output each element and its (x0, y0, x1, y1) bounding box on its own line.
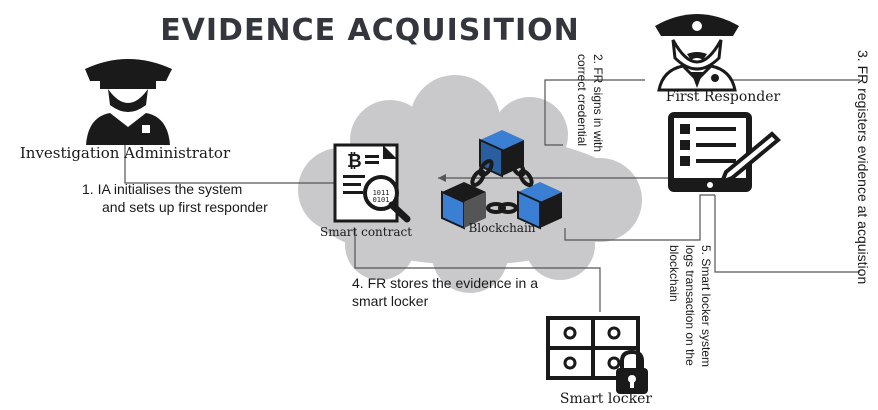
svg-text:4. FR stores the evidence in a: 4. FR stores the evidence in a (352, 275, 538, 291)
smart-locker-label: Smart locker (560, 391, 652, 407)
smart-contract-icon: ₿ 1011 0101 (333, 143, 411, 223)
svg-text:1011: 1011 (373, 189, 390, 197)
step-1-label: 1. IA initialises the system and sets up… (82, 181, 268, 215)
police-officer-icon (655, 14, 739, 92)
svg-text:logs transaction on the: logs transaction on the (683, 245, 697, 366)
svg-text:correct credential: correct credential (575, 54, 589, 146)
step-4-label: 4. FR stores the evidence in a smart loc… (352, 275, 538, 309)
svg-text:and sets up first responder: and sets up first responder (102, 199, 268, 215)
svg-text:3. FR registers evidence at ac: 3. FR registers evidence at acquistion (855, 50, 871, 284)
investigation-administrator-label: Investigation Administrator (20, 144, 231, 162)
connector-lines (124, 79, 860, 312)
svg-text:₿: ₿ (347, 151, 362, 172)
padlock-icon (616, 349, 648, 394)
svg-text:5. Smart locker system: 5. Smart locker system (699, 245, 713, 367)
step-2-label: 2. FR signs in with correct credential (575, 54, 605, 152)
svg-text:smart locker: smart locker (352, 293, 429, 309)
first-responder-label: First Responder (666, 89, 781, 105)
step-3-label: 3. FR registers evidence at acquistion (855, 50, 871, 284)
step-5-label: 5. Smart locker system logs transaction … (667, 245, 713, 367)
police-officer-icon (85, 59, 172, 145)
smart-contract-label: Smart contract (320, 225, 412, 239)
blockchain-icon (441, 130, 562, 230)
svg-text:blockchain: blockchain (667, 245, 681, 302)
tablet-checklist-icon (668, 112, 781, 192)
svg-text:0101: 0101 (373, 196, 390, 204)
svg-text:2. FR signs in with: 2. FR signs in with (591, 54, 605, 152)
svg-text:1. IA initialises the system: 1. IA initialises the system (82, 181, 242, 197)
cloud-icon (298, 75, 642, 293)
diagram-title: EVIDENCE ACQUISITION (160, 13, 580, 48)
blockchain-label: Blockchain (468, 221, 535, 235)
